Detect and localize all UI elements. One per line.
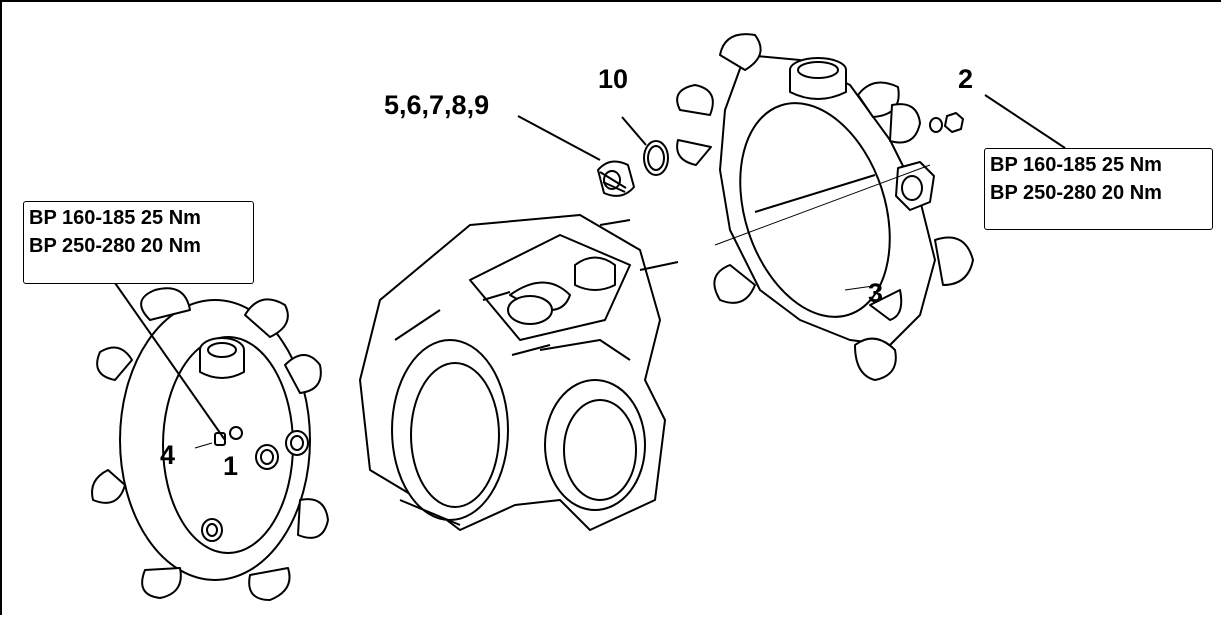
- part-label-1: 1: [223, 451, 239, 481]
- part-label-10: 10: [598, 64, 629, 94]
- part-label-2: 2: [958, 64, 974, 94]
- right-flange-plug: [895, 161, 935, 211]
- torque-callout-left-line1: BP 160-185 25 Nm: [29, 207, 201, 229]
- o-ring: [643, 140, 669, 176]
- leader-lines: [114, 94, 1066, 441]
- right-flange-nut-washer: [929, 112, 964, 133]
- part-label-4: 4: [160, 440, 176, 470]
- torque-callout-right: BP 160-185 25 Nm BP 250-280 20 Nm: [984, 148, 1213, 230]
- torque-callout-right-line1: BP 160-185 25 Nm: [990, 154, 1162, 176]
- right-end-flange: [676, 33, 974, 381]
- center-axis-lines: [194, 164, 931, 449]
- part-label-3: 3: [868, 278, 884, 308]
- torque-callout-left: BP 160-185 25 Nm BP 250-280 20 Nm: [23, 201, 254, 284]
- torque-callout-left-line2: BP 250-280 20 Nm: [29, 235, 201, 257]
- right-flange-port: [789, 57, 847, 100]
- left-flange-lugs: [91, 287, 329, 601]
- right-flange-lugs: [676, 33, 974, 381]
- left-flange-port: [199, 337, 245, 379]
- central-pump-body: [359, 214, 679, 531]
- valve-assembly: [597, 160, 635, 197]
- left-flange-plugs: [201, 430, 309, 542]
- part-label-5-9: 5,6,7,8,9: [384, 90, 490, 120]
- left-end-flange: [91, 287, 329, 601]
- torque-callout-right-line2: BP 250-280 20 Nm: [990, 182, 1162, 204]
